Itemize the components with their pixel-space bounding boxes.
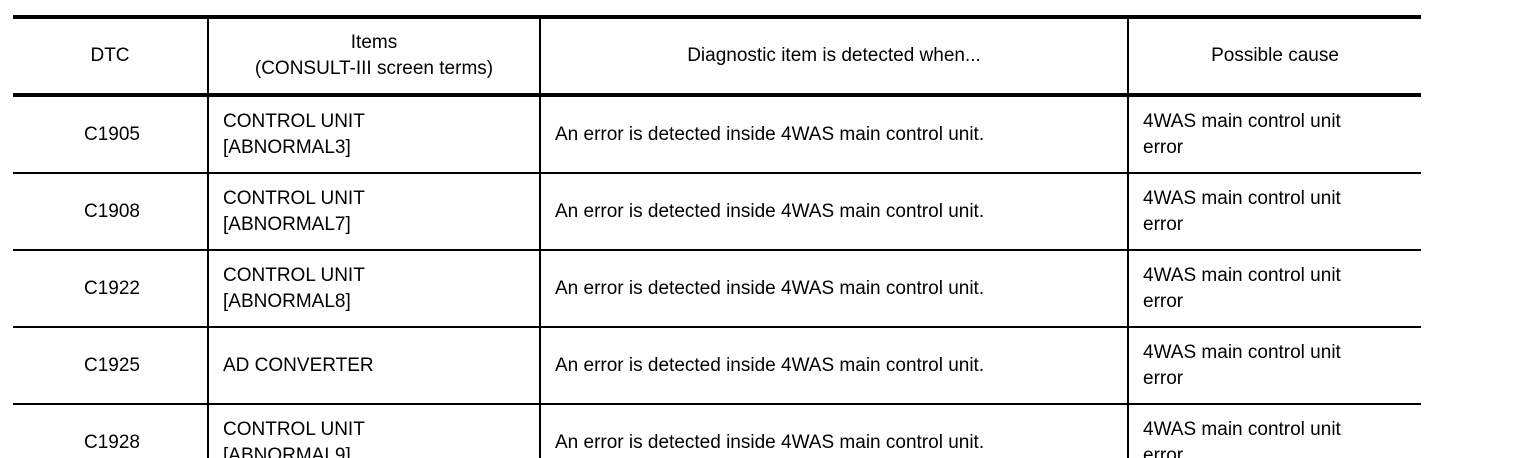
possible-cause-cell: 4WAS main control unit error	[1127, 326, 1421, 404]
possible-cause-cell: 4WAS main control unit error	[1127, 94, 1421, 173]
column-header-detected-when: Diagnostic item is detected when...	[539, 17, 1128, 97]
table-row: C1905 CONTROL UNIT [ABNORMAL3] An error …	[13, 94, 1421, 173]
items-cell: CONTROL UNIT [ABNORMAL8]	[207, 249, 540, 327]
column-header-possible-cause: Possible cause	[1127, 17, 1421, 97]
possible-cause-cell: 4WAS main control unit error	[1127, 403, 1421, 458]
table-row: C1922 CONTROL UNIT [ABNORMAL8] An error …	[13, 249, 1421, 327]
items-cell: CONTROL UNIT [ABNORMAL3]	[207, 94, 540, 173]
column-header-items: Items (CONSULT-III screen terms)	[207, 17, 540, 97]
dtc-table: DTC Items (CONSULT-III screen terms) Dia…	[13, 15, 1421, 458]
items-cell: AD CONVERTER	[207, 326, 540, 404]
column-header-dtc: DTC	[13, 17, 208, 97]
detected-when-cell: An error is detected inside 4WAS main co…	[539, 94, 1128, 173]
table-header-row: DTC Items (CONSULT-III screen terms) Dia…	[13, 17, 1421, 97]
dtc-cell: C1925	[13, 326, 208, 404]
table-row: C1908 CONTROL UNIT [ABNORMAL7] An error …	[13, 172, 1421, 250]
possible-cause-cell: 4WAS main control unit error	[1127, 249, 1421, 327]
detected-when-cell: An error is detected inside 4WAS main co…	[539, 326, 1128, 404]
detected-when-cell: An error is detected inside 4WAS main co…	[539, 172, 1128, 250]
detected-when-cell: An error is detected inside 4WAS main co…	[539, 403, 1128, 458]
table-row: C1925 AD CONVERTER An error is detected …	[13, 326, 1421, 404]
dtc-cell: C1928	[13, 403, 208, 458]
table-row: C1928 CONTROL UNIT [ABNORMAL9] An error …	[13, 403, 1421, 458]
items-cell: CONTROL UNIT [ABNORMAL9]	[207, 403, 540, 458]
dtc-cell: C1905	[13, 94, 208, 173]
possible-cause-cell: 4WAS main control unit error	[1127, 172, 1421, 250]
dtc-cell: C1922	[13, 249, 208, 327]
items-cell: CONTROL UNIT [ABNORMAL7]	[207, 172, 540, 250]
dtc-cell: C1908	[13, 172, 208, 250]
detected-when-cell: An error is detected inside 4WAS main co…	[539, 249, 1128, 327]
